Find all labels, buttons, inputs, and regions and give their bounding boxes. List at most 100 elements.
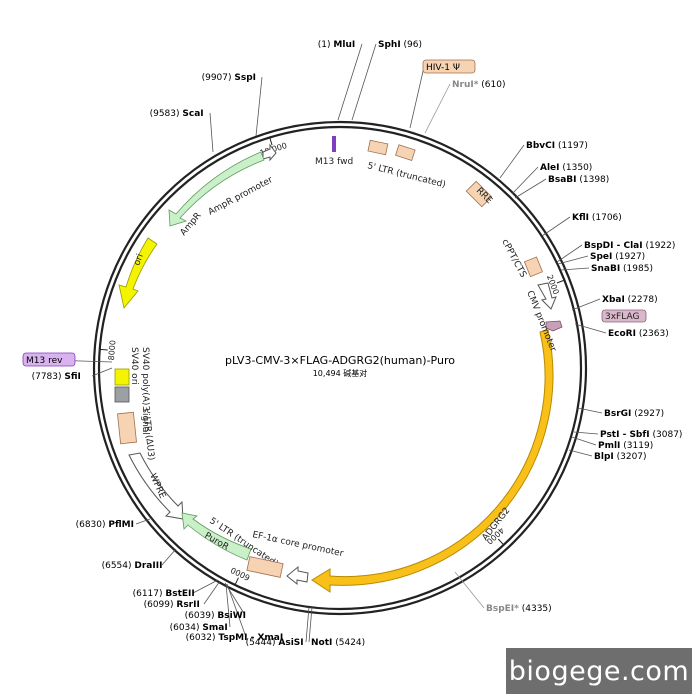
site-box-hiv[interactable] [422, 59, 476, 74]
site-position: (9907) [202, 73, 235, 83]
ampr-feature[interactable] [168, 151, 265, 227]
site-label-sfii[interactable]: (7783) SfiI [32, 372, 81, 382]
site-name: EcoRI [608, 329, 636, 339]
site-label-smai[interactable]: (6034) SmaI [170, 623, 228, 633]
watermark: biogege.com [506, 648, 692, 694]
sv40-ori-label: SV40 ori [129, 347, 139, 385]
site-name: AsiSI [278, 638, 303, 648]
site-line-spei [557, 255, 589, 265]
site-label-bsiwi[interactable]: (6039) BsiWI [185, 611, 246, 621]
site-label-nrui[interactable]: NruI* (610) [452, 80, 506, 90]
site-label-bsabi[interactable]: BsaBI (1398) [548, 175, 609, 185]
site-label-psti[interactable]: PstI - SbfI (3087) [600, 430, 682, 440]
site-label-bspdi[interactable]: BspDI - ClaI (1922) [584, 241, 675, 251]
wpre-feature[interactable] [128, 452, 184, 520]
site-label-kfli[interactable]: KflI (1706) [572, 213, 622, 223]
sv40-polya-feature[interactable] [114, 368, 130, 386]
site-label-sspi[interactable]: (9907) SspI [202, 73, 256, 83]
site-name: NotI [311, 638, 332, 648]
sv40-polya-label: SV40 poly(A) signal [140, 347, 150, 435]
rre-label: RRE [474, 186, 494, 206]
site-position: (6554) [102, 561, 135, 571]
site-label-bsrgi[interactable]: BsrGI (2927) [604, 409, 664, 419]
site-label-spei[interactable]: SpeI (1927) [590, 252, 645, 262]
site-name: BlpI [594, 452, 614, 462]
site-label-pmli[interactable]: PmlI (3119) [598, 441, 653, 451]
ampr-promoter-feature[interactable] [262, 143, 277, 162]
site-position: (3119) [620, 441, 653, 451]
ef1a-promoter-feature[interactable] [286, 565, 309, 586]
site-position: (6117) [133, 589, 166, 599]
plasmid-name: pLV3-CMV-3×FLAG-ADGRG2(human)-Puro [225, 354, 455, 367]
flag-feature[interactable] [545, 320, 563, 332]
site-label-m13rev: M13 rev [26, 356, 63, 366]
site-position: (2278) [625, 295, 658, 305]
site-line-nrui [424, 83, 451, 134]
site-line-psti [573, 431, 599, 435]
site-labels: (1) MluI SphI (96) HIV-1 Ψ NruI* (610) BbvCI… [22, 40, 682, 648]
adgrg2-feature[interactable] [311, 329, 554, 593]
ori-label: ori [132, 253, 145, 267]
site-line-scai [209, 112, 214, 153]
site-name: RsrII [176, 600, 199, 610]
site-label-hiv: HIV-1 Ψ [426, 63, 460, 73]
ltr3-feature[interactable] [117, 411, 137, 445]
site-position: (5424) [332, 638, 365, 648]
site-label-rsrii[interactable]: (6099) RsrII [144, 600, 200, 610]
site-line-hiv [409, 66, 425, 129]
ef1a-ltr-block[interactable] [246, 556, 284, 578]
site-label-tspmi[interactable]: (6032) TspMI - XmaI [186, 633, 284, 643]
site-name: SspI [234, 73, 256, 83]
site-label-alei[interactable]: AleI (1350) [540, 163, 592, 173]
site-position: (1922) [643, 241, 676, 251]
site-position: (610) [478, 80, 505, 90]
cmv-promoter-feature[interactable] [537, 282, 557, 310]
site-label-ecori[interactable]: EcoRI (2363) [608, 329, 669, 339]
site-box-m13rev[interactable] [22, 352, 76, 367]
site-label-mlui[interactable]: (1) MluI [318, 40, 355, 50]
sv40-ori-feature[interactable] [114, 386, 130, 403]
rre-feature[interactable] [465, 180, 493, 208]
site-position: (2927) [631, 409, 664, 419]
site-line-bspei [454, 571, 485, 609]
site-name: SfiI [64, 372, 81, 382]
site-position: (1) [318, 40, 334, 50]
site-label-noti[interactable]: NotI (5424) [311, 638, 365, 648]
site-label-xbai[interactable]: XbaI (2278) [602, 295, 658, 305]
site-label-pflmi[interactable]: (6830) PflMI [76, 520, 134, 530]
ltr5-feature-a[interactable] [367, 139, 389, 156]
site-name: SnaBI [591, 264, 620, 274]
site-label-sphi[interactable]: SphI (96) [378, 40, 422, 50]
site-label-bspei[interactable]: BspEI* (4335) [486, 604, 552, 614]
site-name: MluI [333, 40, 355, 50]
ltr5-label: 5' LTR (truncated) [366, 161, 446, 190]
site-label-snabi[interactable]: SnaBI (1985) [591, 264, 653, 274]
ori-feature[interactable] [118, 237, 158, 309]
flag-tag-box[interactable] [601, 309, 647, 323]
site-line-mlui [337, 43, 363, 121]
site-label-blpi[interactable]: BlpI (3207) [594, 452, 647, 462]
ltr5-feature-b[interactable] [395, 144, 416, 161]
m13-fwd-feature[interactable] [332, 136, 336, 152]
site-name: ScaI [182, 109, 203, 119]
site-label-bbvci[interactable]: BbvCI (1197) [526, 141, 588, 151]
site-line-noti [308, 606, 313, 643]
site-label-draiii[interactable]: (6554) DraIII [102, 561, 163, 571]
site-position: (96) [401, 40, 422, 50]
flag-tag-label: 3xFLAG [605, 312, 639, 322]
site-label-bsteii[interactable]: (6117) BstEII [133, 589, 195, 599]
site-label-asisi[interactable]: (5444) AsiSI [246, 638, 304, 648]
site-line-pmli [571, 436, 597, 446]
cppt-label: cPPT/CTS [499, 238, 528, 280]
site-label-scai[interactable]: (9583) ScaI [150, 109, 204, 119]
plasmid-size: 10,494 碱基对 [313, 368, 368, 378]
site-line-bsiwi [224, 582, 246, 616]
site-name: BbvCI [526, 141, 555, 151]
puror-feature[interactable] [181, 512, 252, 561]
site-line-bsrgi [577, 407, 603, 414]
site-position: (1985) [620, 264, 653, 274]
site-position: (6032) [186, 633, 219, 643]
site-position: (1350) [560, 163, 593, 173]
site-line-bspdi [556, 244, 583, 263]
cppt-feature[interactable] [523, 256, 544, 278]
